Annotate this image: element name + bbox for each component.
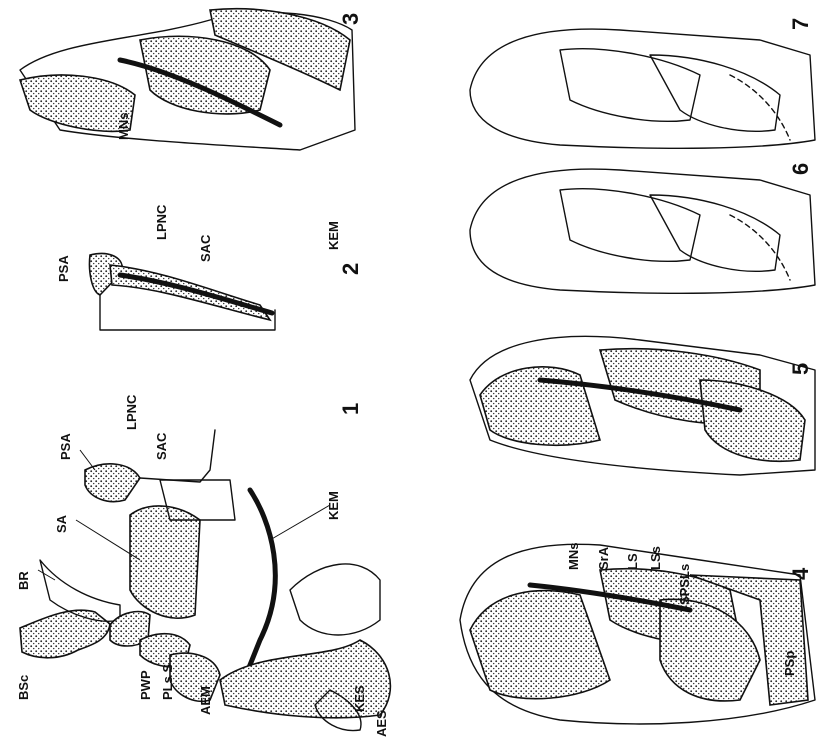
label-lpnc: LPNC (124, 394, 139, 430)
label-psa: PSA (58, 433, 73, 460)
figure-number-3: 3 (338, 13, 363, 25)
fig4-lobe-a (470, 591, 610, 699)
fig6-inner-b (650, 195, 780, 271)
figure-number-2: 2 (338, 263, 363, 275)
lpnc-process (140, 430, 215, 482)
fig7-inner-b (650, 55, 780, 131)
figure-number-1: 1 (338, 403, 363, 415)
sa-sclerite (130, 506, 200, 618)
label-kem-2: KEM (326, 221, 341, 250)
figure-4 (460, 544, 815, 724)
figure-2 (89, 254, 275, 330)
label-mns-3: MNs (116, 113, 131, 140)
figure-6 (470, 169, 815, 293)
fig2-lpnc-band (110, 265, 270, 320)
fig7-inner-a (560, 49, 700, 122)
label-sac-2: SAC (198, 234, 213, 262)
label-sra: SrA (596, 546, 611, 570)
label-aes: AES (374, 710, 389, 737)
leader-psa (80, 450, 95, 470)
label-br: BR (16, 571, 31, 590)
label-lpnc-2: LPNC (154, 204, 169, 240)
figure-5 (470, 336, 815, 475)
figure-number-6: 6 (788, 163, 813, 175)
label-lss: LSs (648, 546, 663, 570)
label-psa-2: PSA (56, 255, 71, 282)
fig7-outline (470, 29, 815, 148)
label-sa: SA (54, 514, 69, 533)
label-kes: KES (352, 685, 367, 712)
label-bsc: BSc (16, 675, 31, 700)
leader-br (38, 570, 55, 580)
fig6-inner-a (560, 189, 700, 262)
label-aem: AEM (198, 686, 213, 715)
fig6-outline (470, 169, 815, 293)
label-mns-4: MNs (566, 543, 581, 570)
label-pls-s: PLs S (160, 664, 175, 700)
label-psp: PSp (782, 651, 797, 676)
figure-7 (470, 29, 815, 148)
bsc-sclerite (20, 610, 110, 658)
leader-kem (270, 505, 330, 540)
figure-number-5: 5 (788, 363, 813, 375)
label-sac: SAC (154, 432, 169, 460)
psa-sclerite (85, 464, 140, 502)
fig5-lobe-c (700, 380, 805, 461)
figure-3 (20, 9, 355, 150)
label-pwp: PWP (138, 670, 153, 700)
posterior-lobe (290, 564, 380, 635)
label-spsls: SPSLs (677, 564, 692, 605)
fig4-psp (660, 599, 760, 701)
figure-number-4: 4 (788, 567, 813, 580)
label-ls: LS (625, 553, 640, 570)
figure-number-7: 7 (788, 18, 813, 30)
figure-1 (20, 430, 390, 730)
